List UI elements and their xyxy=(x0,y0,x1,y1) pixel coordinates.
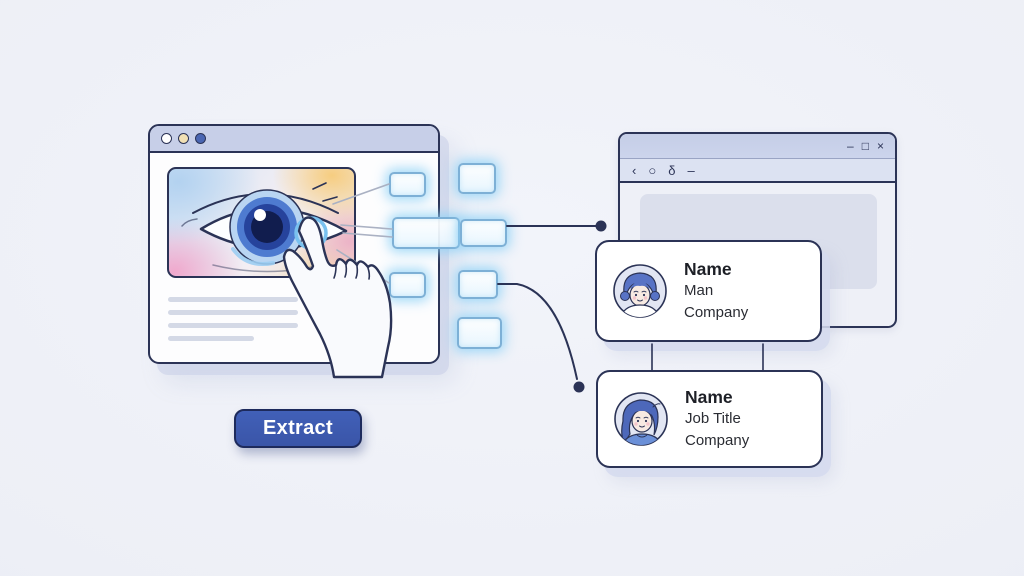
minimize-button[interactable]: – xyxy=(847,139,854,153)
highlight-box-2 xyxy=(392,217,460,249)
card-name: Name xyxy=(684,259,732,279)
text-placeholder-line xyxy=(168,297,298,302)
close-button[interactable]: × xyxy=(876,139,884,153)
highlight-box-1 xyxy=(389,172,426,197)
highlight-box-5 xyxy=(460,219,507,247)
text-placeholder-line xyxy=(168,323,298,328)
highlight-box-7 xyxy=(457,317,502,349)
eye-illustration xyxy=(181,182,348,273)
avatar-woman xyxy=(614,392,668,446)
window-dot-minimize[interactable] xyxy=(178,133,189,144)
highlight-box-4 xyxy=(458,163,496,194)
card-name: Name xyxy=(685,387,733,407)
card-line2: Man xyxy=(684,282,714,299)
text-placeholder-line xyxy=(168,310,298,315)
window-titlebar xyxy=(150,126,438,153)
highlight-box-3 xyxy=(389,272,426,298)
highlight-box-6 xyxy=(458,270,498,299)
dash-icon[interactable]: – xyxy=(687,162,695,178)
back-icon[interactable]: ‹ xyxy=(632,162,637,178)
contact-card-1: Name Man Company xyxy=(595,240,822,342)
extract-button[interactable]: Extract xyxy=(234,409,362,448)
card-line3: Company xyxy=(684,304,749,321)
connector-dot-2 xyxy=(573,381,585,393)
contact-card-2: Name Job Title Company xyxy=(596,370,823,468)
maximize-button[interactable]: □ xyxy=(861,139,869,153)
card-line2: Job Title xyxy=(685,410,741,427)
window-dot-maximize[interactable] xyxy=(195,133,206,144)
avatar-man xyxy=(613,264,667,318)
text-placeholder-line xyxy=(168,336,254,341)
window-controls-bar: – □ × xyxy=(620,134,895,159)
reload-icon[interactable]: δ xyxy=(668,162,676,178)
connector-dot-1 xyxy=(595,220,607,232)
window-dot-close[interactable] xyxy=(161,133,172,144)
circle-icon[interactable]: ○ xyxy=(648,162,657,178)
card-line3: Company xyxy=(685,432,750,449)
eye-image[interactable] xyxy=(167,167,356,278)
browser-toolbar: ‹ ○ δ – xyxy=(620,159,895,183)
